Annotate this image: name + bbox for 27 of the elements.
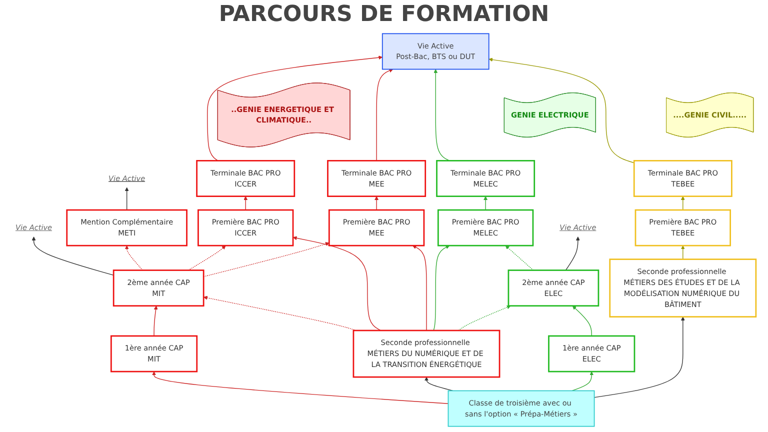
arrow (484, 196, 488, 210)
arrow (680, 245, 685, 260)
arrow (124, 245, 144, 271)
arrow (433, 245, 450, 331)
arrow (203, 242, 330, 277)
arrow (376, 68, 394, 162)
arrow (572, 306, 592, 336)
arrow (124, 187, 129, 210)
arrow (488, 58, 634, 164)
arrow (680, 196, 685, 210)
arrow (505, 245, 534, 271)
arrow (424, 376, 454, 392)
arrow (412, 245, 427, 331)
arrow (154, 306, 158, 336)
arrow (244, 196, 248, 210)
arrow (458, 305, 511, 331)
arrow (292, 236, 382, 331)
diagram-title: PARCOURS DE FORMATION (218, 1, 550, 29)
arrow (152, 371, 449, 404)
arrow (374, 196, 379, 210)
arrow (594, 316, 685, 398)
arrow (32, 236, 114, 276)
arrow (188, 245, 226, 271)
arrow (434, 69, 450, 162)
arrow (565, 236, 580, 271)
arrow (207, 56, 383, 162)
arrow (572, 371, 594, 392)
